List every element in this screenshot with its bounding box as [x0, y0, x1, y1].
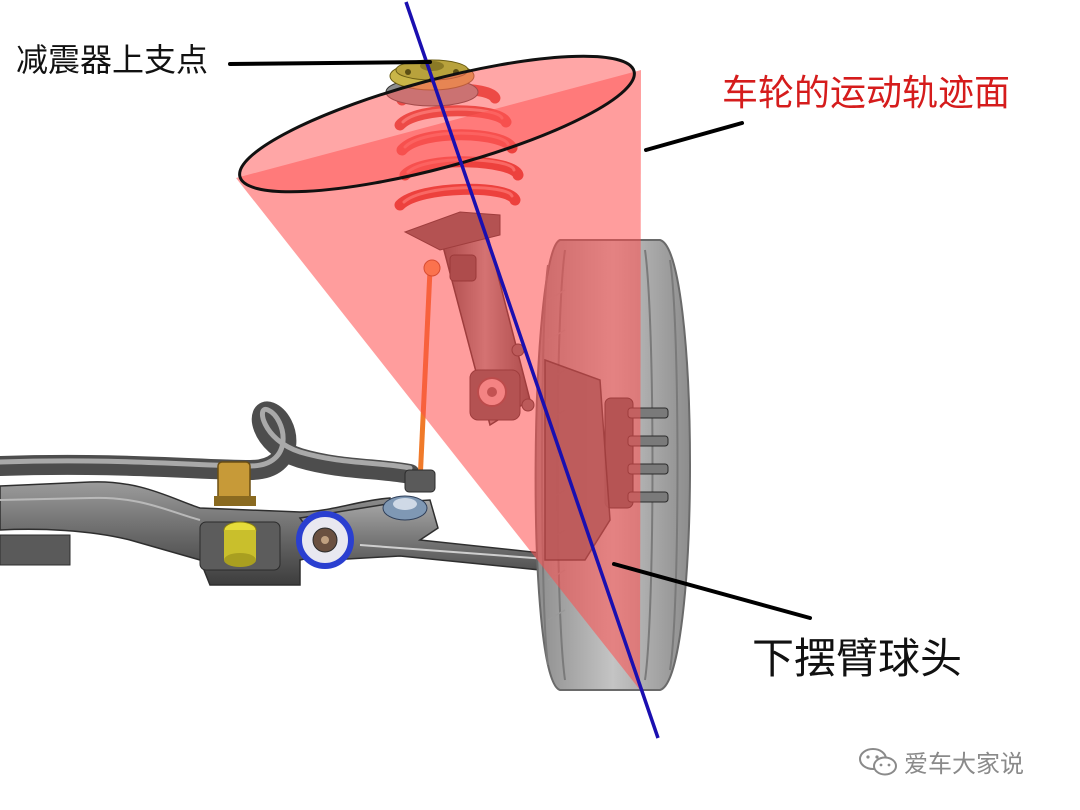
- wechat-icon: [858, 746, 898, 778]
- label-wheel-motion-path: 车轮的运动轨迹面: [722, 76, 1010, 112]
- wheel-motion-cone: [229, 29, 646, 690]
- watermark-text: 爱车大家说: [904, 744, 1024, 779]
- label-lower-arm-ball-joint: 下摆臂球头: [752, 638, 962, 680]
- subframe-mount: [200, 522, 280, 570]
- lower-arm-bushing: [299, 514, 351, 566]
- leader-shock-upper-mount: [230, 62, 430, 64]
- label-shock-upper-mount: 减震器上支点: [16, 44, 208, 76]
- watermark: 爱车大家说: [858, 744, 1024, 779]
- leader-wheel-motion-path: [646, 123, 742, 150]
- stabilizer-bushing-clamp: [214, 462, 256, 506]
- stabilizer-bar: [0, 409, 410, 474]
- lower-arm-front-bushing: [383, 496, 427, 520]
